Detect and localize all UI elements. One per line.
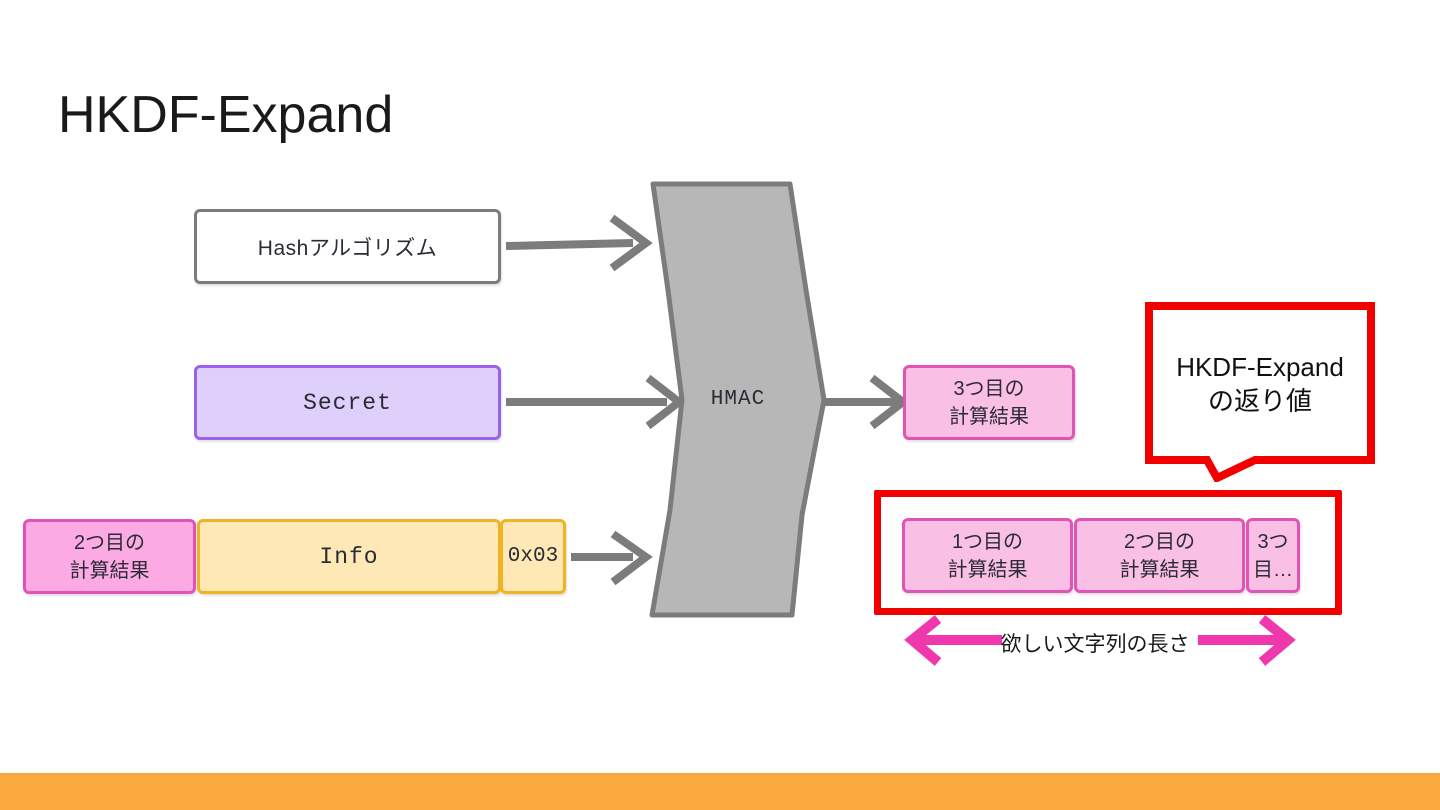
output-block-3-label: 3つ 目… <box>1253 530 1293 581</box>
secret-label: Secret <box>303 389 392 416</box>
previous-result-box[interactable]: 2つ目の 計算結果 <box>23 519 196 594</box>
footer-bar <box>0 773 1440 810</box>
callout-bubble <box>1145 302 1375 482</box>
third-result-label: 3つ目の 計算結果 <box>949 377 1029 428</box>
hash-algorithm-label: Hashアルゴリズム <box>257 236 438 260</box>
info-label: Info <box>319 543 379 570</box>
counter-byte-box[interactable]: 0x03 <box>500 519 566 594</box>
length-dimension-label: 欲しい文字列の長さ <box>1000 633 1190 656</box>
hash-algorithm-box[interactable]: Hashアルゴリズム <box>194 209 501 284</box>
page-title: HKDF-Expand <box>58 86 394 144</box>
hmac-label: HMAC <box>710 388 766 411</box>
third-result-box[interactable]: 3つ目の 計算結果 <box>903 365 1075 440</box>
callout-label: HKDF-Expand の返り値 <box>1176 352 1344 416</box>
length-dimension-arrow <box>904 615 1296 666</box>
output-block-3[interactable]: 3つ 目… <box>1246 518 1300 593</box>
previous-result-label: 2つ目の 計算結果 <box>69 531 150 582</box>
hmac-processor-shape <box>649 181 827 618</box>
counter-byte-label: 0x03 <box>507 545 559 568</box>
info-box[interactable]: Info <box>197 519 501 594</box>
arrow-hash-to-hmac <box>505 214 653 272</box>
output-block-1[interactable]: 1つ目の 計算結果 <box>902 518 1073 593</box>
output-block-1-label: 1つ目の 計算結果 <box>947 530 1028 581</box>
output-block-2[interactable]: 2つ目の 計算結果 <box>1074 518 1245 593</box>
output-block-2-label: 2つ目の 計算結果 <box>1119 530 1200 581</box>
secret-box[interactable]: Secret <box>194 365 501 440</box>
